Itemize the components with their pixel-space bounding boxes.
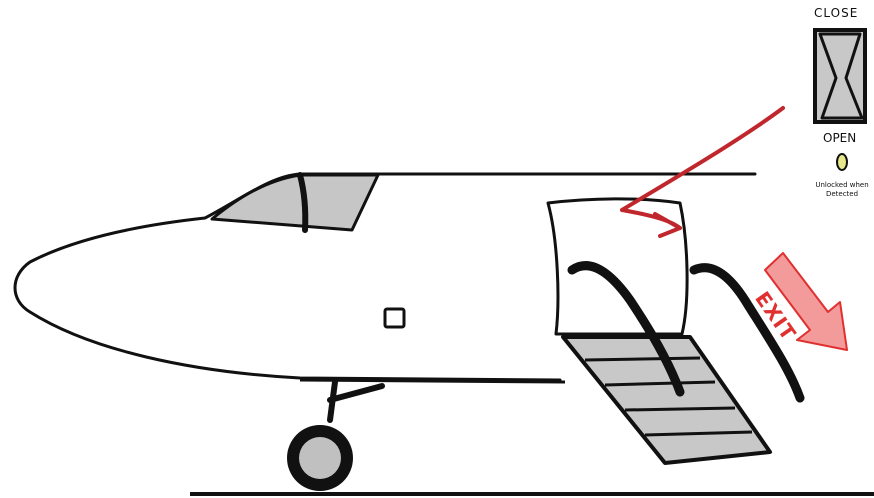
door-control-switch[interactable] [815, 30, 865, 122]
pointer-arrow [622, 108, 783, 236]
fuselage-belly-line [300, 380, 565, 382]
stair-step [585, 358, 700, 360]
landing-gear-hub [299, 437, 341, 479]
close-label: CLOSE [814, 6, 858, 20]
indicator-caption: Unlocked when Detected [812, 181, 872, 199]
landing-gear-strut [330, 382, 382, 420]
stair-step [625, 408, 735, 410]
porthole-window [385, 309, 404, 327]
open-label: OPEN [823, 131, 856, 145]
cockpit-window [212, 175, 378, 230]
door-unlock-indicator [837, 154, 847, 170]
